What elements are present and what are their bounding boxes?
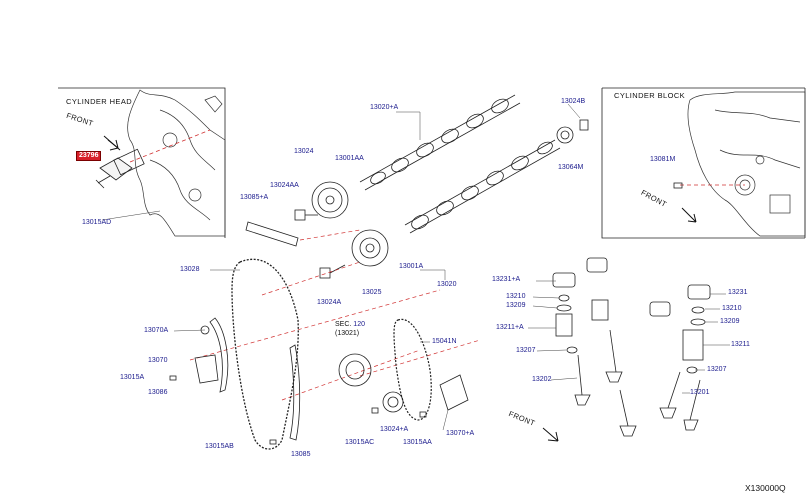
caption-cylinder-head: CYLINDER HEAD (66, 97, 133, 106)
part-label-13015AC[interactable]: 13015AC (345, 439, 375, 446)
sec-sub: (13021) (335, 330, 360, 337)
part-label-13015A[interactable]: 13015A (120, 374, 145, 381)
vtc-assembly (351, 229, 389, 267)
inset-frame-right (601, 88, 805, 239)
part-label-13025[interactable]: 13025 (362, 289, 382, 296)
cylinder-block-sketch (687, 91, 806, 237)
part-label-13020[interactable]: 13020 (437, 281, 457, 288)
part-label-13211[interactable]: 13211 (731, 341, 750, 348)
part-label-13064M[interactable]: 13064M (558, 164, 584, 171)
part-label-15041N[interactable]: 15041N (432, 338, 457, 345)
camshaft-exhaust (404, 139, 561, 234)
part-label-13209-right[interactable]: 13209 (720, 318, 740, 325)
part-label-13081M[interactable]: 13081M (650, 156, 676, 163)
solenoid-valve-23796 (95, 148, 145, 189)
part-label-13085[interactable]: 13085 (291, 451, 311, 458)
part-label-13015AB[interactable]: 13015AB (205, 443, 234, 450)
part-label-13231A[interactable]: 13231+A (492, 276, 521, 283)
part-label-13070A[interactable]: 13070A (144, 327, 169, 334)
part-label-13209-left[interactable]: 13209 (506, 302, 526, 309)
sec-reference: SEC. 120 (13021) (335, 320, 365, 338)
front-arrow-right (681, 207, 697, 223)
valve-set-right (649, 284, 711, 431)
part-label-13001AA[interactable]: 13001AA (335, 155, 364, 162)
part-label-13070pA[interactable]: 13070+A (446, 430, 475, 437)
part-label-13211A[interactable]: 13211+A (496, 324, 524, 331)
camshaft-sprocket (311, 181, 349, 219)
chain-guide (209, 317, 229, 393)
part-label-13024A[interactable]: 13024A (317, 299, 342, 306)
part-label-13024[interactable]: 13024 (294, 148, 314, 155)
timing-chain-primary (231, 258, 299, 450)
diagram-reference-code: X130000Q (745, 483, 786, 493)
part-label-13231[interactable]: 13231 (728, 289, 748, 296)
part-label-13207-right[interactable]: 13207 (707, 366, 727, 373)
front-arrow-left (107, 139, 119, 151)
valve-set-left (552, 257, 637, 437)
part-label-13015AA[interactable]: 13015AA (403, 439, 432, 446)
part-label-13207-left[interactable]: 13207 (516, 347, 536, 354)
part-label-13024AA[interactable]: 13024AA (270, 182, 299, 189)
inset-frame-left (58, 87, 226, 238)
timing-chain-secondary (393, 318, 432, 421)
part-label-13202[interactable]: 13202 (532, 376, 552, 383)
tensioner-secondary (439, 374, 469, 411)
part-label-13086[interactable]: 13086 (148, 389, 168, 396)
highlighted-part-label[interactable]: 23796 (76, 151, 102, 161)
part-label-13028[interactable]: 13028 (180, 266, 200, 273)
part-label-13001A[interactable]: 13001A (399, 263, 424, 270)
chain-guide-right (289, 344, 301, 441)
part-label-13210-left[interactable]: 13210 (506, 293, 526, 300)
camshaft-intake (359, 94, 521, 191)
part-label-13210-right[interactable]: 13210 (722, 305, 742, 312)
crankshaft-sprocket (338, 353, 372, 387)
part-label-13024B[interactable]: 13024B (561, 98, 586, 105)
part-label-13020A[interactable]: 13020+A (370, 104, 399, 111)
caption-cylinder-block: CYLINDER BLOCK (614, 91, 686, 100)
front-arrow-bottom (542, 427, 559, 442)
chain-tensioner (194, 354, 219, 384)
part-label-13085A[interactable]: 13085+A (240, 194, 269, 201)
part-label-13070[interactable]: 13070 (148, 357, 168, 364)
part-label-13024pA[interactable]: 13024+A (380, 426, 409, 433)
sec-label: SEC. (335, 321, 352, 328)
part-label-13201[interactable]: 13201 (690, 389, 710, 396)
sec-number[interactable]: 120 (353, 321, 365, 328)
cylinder-head-sketch (127, 89, 226, 237)
part-label-13015AD[interactable]: 13015AD (82, 219, 112, 226)
